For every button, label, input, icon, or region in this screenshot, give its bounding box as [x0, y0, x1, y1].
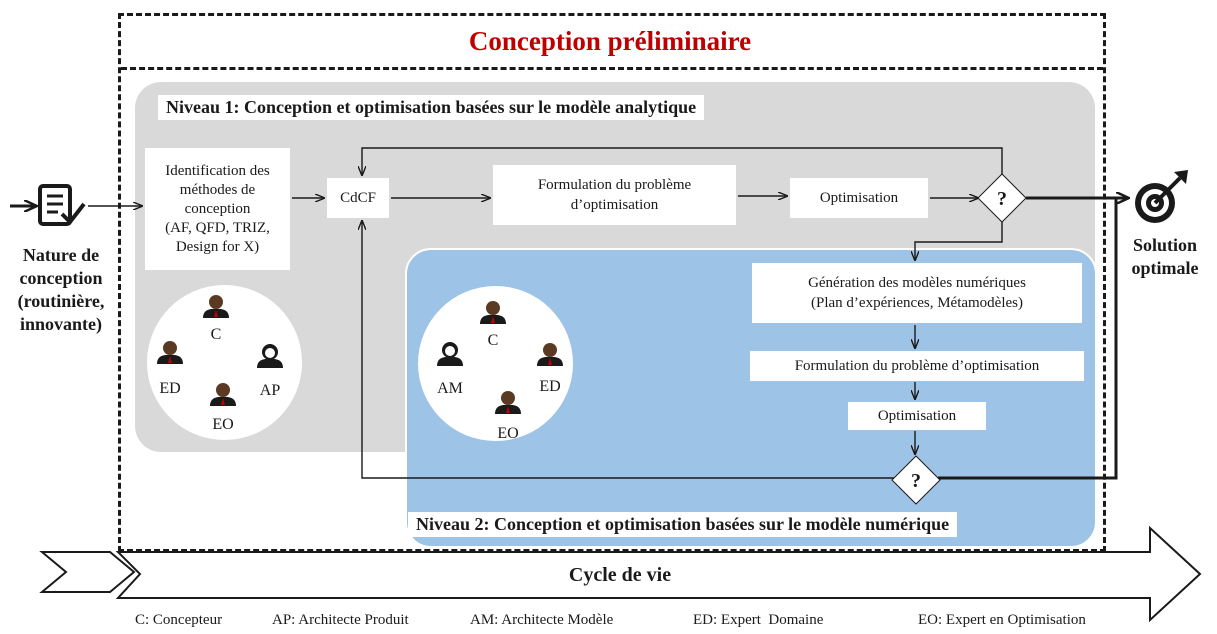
person-eo-icon — [210, 383, 236, 406]
role-label-c: C — [210, 326, 222, 343]
person-ap-icon — [257, 344, 283, 368]
identification-line-1: Identification des — [165, 162, 270, 179]
optimisation-box-level1: Optimisation — [790, 178, 928, 218]
lifecycle-chevron-small — [39, 551, 136, 593]
formulation-box-level1: Formulation du problème d’optimisation — [493, 165, 736, 225]
design-nature-line-1: Nature de — [22, 245, 100, 265]
legend-expert-optimisation: EO: Expert en Optimisation — [918, 612, 1086, 628]
person-ed-icon — [157, 341, 183, 364]
optimal-solution-line-1: Solution — [1132, 235, 1198, 255]
legend-concepteur: C: Concepteur — [135, 612, 223, 628]
level2-title: Niveau 2: Conception et optimisation bas… — [408, 512, 958, 537]
cdcf-box: CdCF — [327, 178, 389, 218]
design-nature-line-3: (routinière, — [17, 291, 105, 311]
feedback-loop-top — [362, 147, 1003, 176]
identification-line-5: Design for X) — [175, 238, 260, 255]
decision-diamond-level2: ? — [891, 455, 941, 505]
arrow-decision2-to-solution — [938, 198, 1118, 480]
optimal-solution-line-2: optimale — [1131, 258, 1199, 278]
role-label-am: AM — [437, 380, 463, 397]
decision-mark-level1: ? — [997, 188, 1007, 210]
feedback-loop-bottom — [362, 221, 894, 479]
identification-line-2: méthodes de — [179, 181, 256, 198]
formulation-box-level2: Formulation du problème d’optimisation — [750, 351, 1084, 381]
design-nature-line-4: innovante) — [19, 314, 102, 334]
inner-dashed-line — [121, 67, 1103, 70]
design-nature-line-2: conception — [19, 268, 103, 288]
diagram-title: Conception préliminaire — [468, 26, 752, 56]
lifecycle-label: Cycle de vie — [568, 564, 672, 586]
identification-line-4: (AF, QFD, TRIZ, — [165, 219, 270, 236]
identification-methods-box: Identification des méthodes de conceptio… — [145, 148, 290, 270]
legend-architecte-modele: AM: Architecte Modèle — [470, 612, 614, 628]
design-nature-label: Nature de conception (routinière, innova… — [2, 244, 120, 336]
formulation-line-1: Formulation du problème — [537, 177, 692, 193]
legend-expert-domaine: ED: Expert Domaine — [693, 612, 824, 628]
role-label-c2: C — [487, 332, 499, 349]
person-eo2-icon — [495, 391, 521, 414]
person-c2-icon — [480, 301, 506, 324]
person-c-icon — [203, 295, 229, 318]
formulation-line-2: d’optimisation — [570, 197, 659, 213]
role-label-ap: AP — [259, 382, 281, 399]
person-ed2-icon — [537, 343, 563, 366]
target-arrow-icon — [1135, 170, 1188, 223]
generation-line-2: (Plan d’expériences, Métamodèles) — [811, 295, 1023, 311]
person-am-icon — [437, 342, 463, 366]
optimal-solution-label: Solution optimale — [1115, 234, 1215, 280]
identification-line-3: conception — [184, 200, 251, 217]
arrow-decision1-to-generation — [915, 220, 1003, 260]
role-label-ed: ED — [159, 380, 181, 397]
lifecycle-chevron-large — [115, 525, 1202, 623]
role-label-ed2: ED — [539, 378, 561, 395]
role-label-eo: EO — [212, 416, 234, 433]
checklist-document-icon — [38, 184, 86, 226]
decision-mark-level2: ? — [911, 470, 921, 492]
level1-title: Niveau 1: Conception et optimisation bas… — [158, 95, 705, 120]
preliminary-design-frame — [118, 13, 1106, 552]
decision-diamond-level1: ? — [977, 173, 1027, 223]
optimisation-box-level2: Optimisation — [848, 402, 986, 430]
generation-line-1: Génération des modèles numériques — [808, 275, 1026, 291]
legend-architecte-produit: AP: Architecte Produit — [272, 612, 409, 628]
role-label-eo2: EO — [497, 425, 519, 442]
generation-models-box: Génération des modèles numériques (Plan … — [752, 263, 1082, 323]
